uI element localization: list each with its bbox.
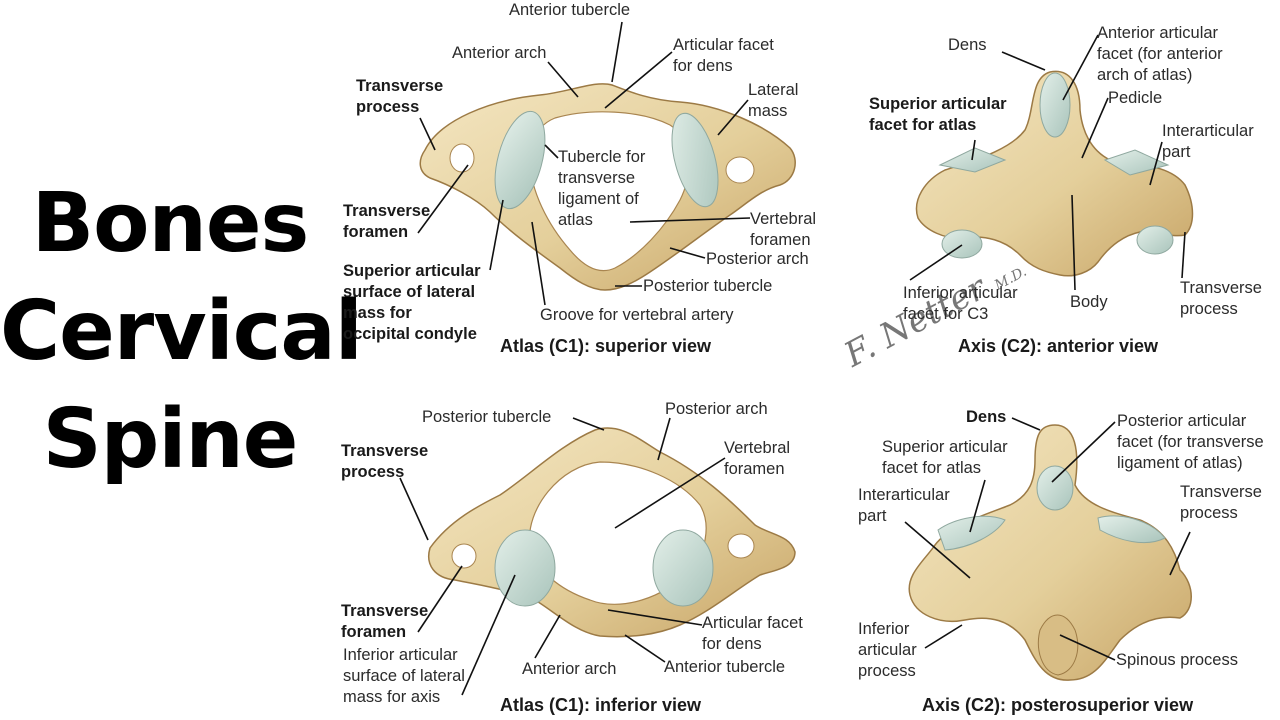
label-atlas-sup-vertebral-foramen: Vertebral foramen [750, 210, 817, 249]
label-atlas-sup-anterior-arch: Anterior arch [452, 44, 547, 62]
leader-axis-ant-pedicle [1081, 97, 1109, 159]
axis-posterosuperior-spinous-process [1037, 614, 1079, 676]
label-atlas-inf-anterior-tubercle: Anterior tubercle [664, 658, 786, 676]
atlas-superior-right-transverse-foramen [725, 156, 755, 184]
atlas-superior-left-facet [494, 110, 546, 210]
atlas-superior-right-facet [671, 112, 719, 208]
label-atlas-inf-posterior-arch: Posterior arch [665, 400, 768, 418]
leader-atlas-inf-anterior-arch [534, 614, 561, 659]
leader-atlas-inf-inferior-articular [461, 574, 516, 696]
label-atlas-sup-tubercle-ligament: Tubercle for transverse ligament of atla… [558, 148, 646, 229]
leader-atlas-sup-lateral-mass [717, 99, 749, 136]
label-atlas-inf-anterior-arch: Anterior arch [522, 660, 617, 678]
leader-atlas-inf-transverse-process [399, 477, 429, 541]
title-line-2: Cervical [0, 284, 363, 379]
leader-axis-ant-transverse-process [1181, 231, 1186, 279]
label-axis-ant-anterior-facet: Anterior articular facet (for anterior a… [1097, 24, 1223, 84]
leader-axis-ant-inferior-facet [909, 244, 963, 281]
label-atlas-sup-transverse-foramen: Transverse foramen [343, 202, 431, 241]
leader-axis-ant-superior-facet [971, 139, 976, 161]
leader-axis-ant-interarticular [1149, 141, 1163, 186]
leader-atlas-sup-superior-articular [489, 199, 504, 271]
atlas-superior-left-transverse-foramen [449, 143, 475, 173]
label-axis-ant-dens: Dens [948, 36, 987, 54]
caption-atlas-inferior: Atlas (C1): inferior view [500, 695, 702, 715]
leader-axis-ant-dens [1001, 51, 1046, 71]
caption-axis-posterosuperior: Axis (C2): posterosuperior view [922, 695, 1194, 715]
leader-atlas-sup-facet-dens [604, 51, 673, 109]
label-axis-post-interarticular: Interarticular part [858, 486, 950, 525]
leader-lines [399, 21, 1191, 696]
axis-posterosuperior-dens-facet [1036, 465, 1074, 511]
axis-anterior-right-inferior-facet [1136, 225, 1174, 255]
leader-atlas-sup-tubercle-ligament [544, 144, 559, 159]
atlas-inferior-left-transverse-foramen [451, 543, 477, 569]
label-atlas-sup-transverse-process: Transverse process [356, 77, 444, 116]
label-axis-ant-inferior-facet: Inferior articular facet for C3 [903, 284, 1018, 323]
axis-posterosuperior-right-superior-facet [1097, 515, 1166, 544]
label-axis-post-transverse-process: Transverse process [1180, 483, 1262, 522]
label-atlas-sup-posterior-tubercle: Posterior tubercle [643, 277, 773, 295]
title-line-3: Spine [42, 392, 299, 487]
label-atlas-inf-vertebral-foramen: Vertebral foramen [724, 439, 791, 478]
axis-posterosuperior-left-superior-facet [937, 515, 1006, 551]
label-axis-ant-superior-facet: Superior articular facet for atlas [869, 95, 1007, 134]
label-axis-post-dens: Dens [966, 408, 1007, 426]
leader-axis-post-interarticular [904, 521, 971, 579]
leader-axis-post-posterior-facet [1051, 421, 1116, 483]
atlas-inferior-right-transverse-foramen [727, 533, 755, 559]
label-atlas-inf-transverse-process: Transverse process [341, 442, 429, 481]
leader-axis-ant-body [1071, 194, 1076, 291]
label-atlas-inf-inferior-articular: Inferior articular surface of lateral ma… [343, 646, 465, 706]
atlas-inferior-left-facet [494, 529, 556, 607]
leader-atlas-sup-vertebral-foramen [629, 217, 751, 223]
label-atlas-inf-posterior-tubercle: Posterior tubercle [422, 408, 552, 426]
caption-axis-anterior: Axis (C2): anterior view [958, 336, 1159, 356]
atlas-superior-figure [419, 83, 796, 291]
axis-posterosuperior-figure [908, 424, 1192, 681]
leader-atlas-sup-transverse-foramen [417, 164, 469, 234]
label-axis-ant-pedicle: Pedicle [1108, 89, 1163, 107]
atlas-inferior-right-facet [652, 529, 714, 607]
leader-atlas-sup-groove [531, 221, 546, 306]
leader-atlas-inf-anterior-tubercle [624, 634, 666, 663]
label-atlas-inf-facet-dens: Articular facet for dens [702, 614, 803, 653]
label-atlas-sup-lateral-mass: Lateral mass [748, 81, 799, 120]
caption-atlas-superior: Atlas (C1): superior view [500, 336, 712, 356]
leader-atlas-inf-facet-dens [607, 609, 703, 626]
label-axis-ant-interarticular: Interarticular part [1162, 122, 1254, 161]
leader-axis-post-dens [1011, 417, 1041, 431]
label-atlas-sup-groove: Groove for vertebral artery [540, 306, 734, 324]
leader-axis-post-spinous-process [1059, 634, 1116, 661]
leader-atlas-inf-posterior-tubercle [572, 417, 605, 431]
leader-axis-post-inferior-process [924, 624, 963, 649]
leader-atlas-sup-anterior-tubercle [611, 21, 623, 83]
label-atlas-sup-superior-articular: Superior articular surface of lateral ma… [343, 262, 481, 343]
label-atlas-sup-facet-dens: Articular facet for dens [673, 36, 774, 75]
leader-atlas-inf-vertebral-foramen [614, 457, 726, 529]
leader-axis-ant-anterior-facet [1062, 34, 1099, 101]
leader-atlas-inf-transverse-foramen [417, 565, 463, 633]
label-atlas-inf-transverse-foramen: Transverse foramen [341, 602, 429, 641]
leader-atlas-sup-transverse-process [419, 117, 436, 151]
title-line-1: Bones [31, 176, 310, 271]
axis-anterior-right-superior-facet [1103, 149, 1170, 176]
page-title: Bones Cervical Spine [0, 170, 363, 494]
label-atlas-sup-anterior-tubercle: Anterior tubercle [509, 1, 631, 19]
axis-posterosuperior-body [908, 424, 1192, 681]
axis-anterior-dens-facet [1039, 72, 1071, 138]
label-axis-post-posterior-facet: Posterior articular facet (for transvers… [1117, 412, 1264, 472]
leader-axis-post-superior-facet [969, 479, 986, 533]
label-axis-post-spinous-process: Spinous process [1116, 651, 1238, 669]
leader-atlas-sup-posterior-arch [669, 247, 706, 259]
label-atlas-sup-posterior-arch: Posterior arch [706, 250, 809, 268]
leader-atlas-sup-anterior-arch [547, 61, 579, 98]
leader-axis-post-transverse-process [1169, 531, 1191, 576]
leader-atlas-inf-posterior-arch [657, 417, 671, 461]
label-axis-post-superior-facet: Superior articular facet for atlas [882, 438, 1008, 477]
label-axis-ant-body: Body [1070, 293, 1108, 311]
label-axis-post-inferior-process: Inferior articular process [858, 620, 917, 680]
label-axis-ant-transverse-process: Transverse process [1180, 279, 1262, 318]
